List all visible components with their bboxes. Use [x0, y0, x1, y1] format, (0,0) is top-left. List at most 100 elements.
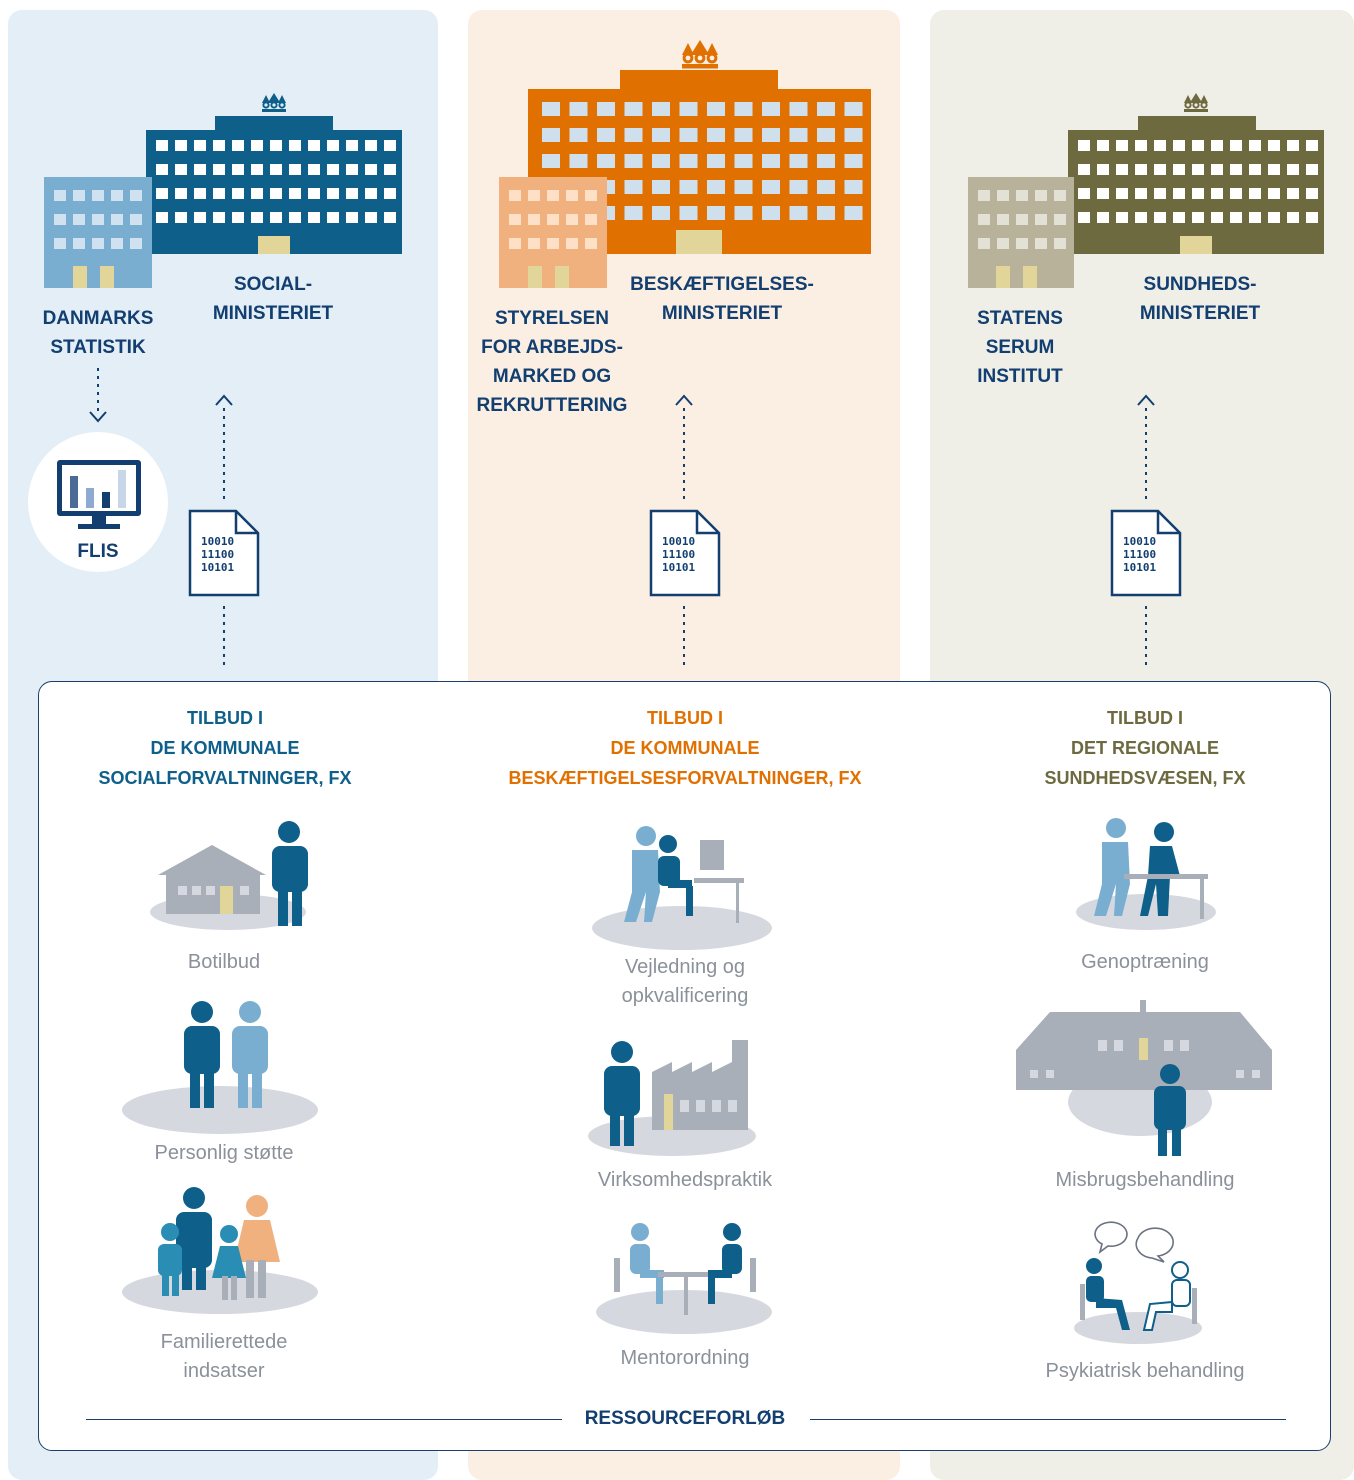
- building-window: [73, 214, 85, 225]
- building-window: [1135, 164, 1147, 175]
- building-window: [762, 180, 780, 194]
- building-window: [327, 164, 339, 175]
- building-window: [175, 212, 187, 223]
- building-window: [817, 154, 835, 168]
- building-window: [111, 238, 123, 249]
- building-window: [1211, 188, 1223, 199]
- building-window: [707, 154, 725, 168]
- treatment-facility-icon: [1016, 1000, 1272, 1156]
- building-window: [1173, 140, 1185, 151]
- building-window: [1230, 212, 1242, 223]
- ministry-label-social: SOCIAL-MINISTERIET: [212, 274, 334, 324]
- building-window: [566, 238, 578, 249]
- building-window: [997, 214, 1009, 225]
- building-window: [251, 212, 263, 223]
- building-window: [1192, 188, 1204, 199]
- building-window: [734, 102, 753, 116]
- building-window: [384, 188, 396, 199]
- building-window: [54, 190, 66, 201]
- building-window: [194, 188, 206, 199]
- building-window: [156, 212, 168, 223]
- building-window: [528, 190, 540, 201]
- ministry-building-icon: [146, 116, 402, 254]
- building-window: [509, 238, 521, 249]
- building-window: [997, 238, 1009, 249]
- building-window: [175, 140, 187, 151]
- building-window: [1287, 140, 1299, 151]
- building-window: [1016, 214, 1028, 225]
- building-window: [1054, 190, 1066, 201]
- building-window: [1097, 140, 1109, 151]
- building-window: [624, 206, 643, 220]
- building-window: [346, 140, 358, 151]
- building-window: [542, 102, 560, 116]
- building-window: [652, 128, 670, 142]
- building-window: [194, 140, 206, 151]
- file-line-3: 10101: [662, 561, 695, 574]
- building-window: [585, 190, 597, 201]
- building-window: [569, 128, 588, 142]
- building-window: [1135, 140, 1147, 151]
- building-window: [1287, 164, 1299, 175]
- building-window: [597, 154, 615, 168]
- building-window: [308, 212, 320, 223]
- building-window: [652, 206, 670, 220]
- building-window: [789, 180, 808, 194]
- offer-virksomhedspraktik: Virksomhedspraktik: [597, 1169, 773, 1191]
- building-window: [569, 154, 588, 168]
- building-window: [844, 206, 863, 220]
- agency-building-icon: [499, 177, 607, 288]
- house-person-icon: [150, 821, 308, 930]
- building-window: [844, 180, 863, 194]
- building-window: [1192, 140, 1204, 151]
- building-window: [92, 214, 104, 225]
- building-window: [844, 102, 863, 116]
- building-window: [597, 102, 615, 116]
- building-window: [707, 180, 725, 194]
- building-window: [1268, 212, 1280, 223]
- building-window: [327, 140, 339, 151]
- building-window: [1154, 212, 1166, 223]
- building-window: [1135, 212, 1147, 223]
- building-window: [1249, 188, 1261, 199]
- flis-label: FLIS: [77, 541, 119, 562]
- building-window: [978, 190, 990, 201]
- building-window: [1211, 212, 1223, 223]
- offer-personlig-stotte: Personlig støtte: [154, 1142, 294, 1164]
- building-window: [1268, 164, 1280, 175]
- building-window: [175, 164, 187, 175]
- building-window: [1230, 164, 1242, 175]
- building-window: [1078, 140, 1090, 151]
- building-window: [156, 188, 168, 199]
- crown-icon: [262, 93, 286, 112]
- building-window: [232, 164, 244, 175]
- building-window: [707, 206, 725, 220]
- building-window: [978, 214, 990, 225]
- ministry-label-employment: BESKÆFTIGELSES-MINISTERIET: [630, 274, 814, 324]
- health-buildings: 10010 11100 10101: [968, 93, 1324, 668]
- file-line-2: 11100: [662, 548, 695, 561]
- building-window: [585, 238, 597, 249]
- offer-genoptraening: Genoptræning: [1081, 951, 1209, 973]
- building-window: [1211, 140, 1223, 151]
- building-window: [270, 140, 282, 151]
- building-window: [817, 206, 835, 220]
- agency-building-icon: [44, 177, 152, 288]
- ministry-building-icon: [1068, 116, 1324, 254]
- building-window: [54, 214, 66, 225]
- building-window: [652, 180, 670, 194]
- social-buildings: 10010 11100 10101: [28, 93, 402, 668]
- building-window: [789, 206, 808, 220]
- counseling-desk-icon: [592, 826, 772, 950]
- file-line-3: 10101: [1123, 561, 1156, 574]
- file-line-1: 10010: [662, 535, 695, 548]
- offer-illustrations: [122, 818, 1272, 1344]
- building-window: [547, 238, 559, 249]
- file-line-3: 10101: [201, 561, 234, 574]
- building-window: [528, 238, 540, 249]
